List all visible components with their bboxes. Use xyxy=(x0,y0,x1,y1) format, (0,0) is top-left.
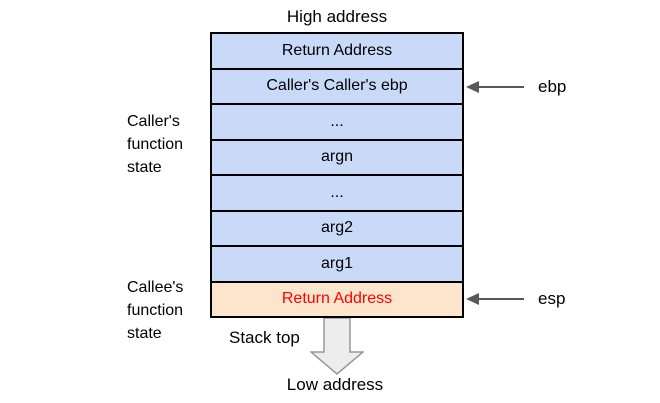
ebp-register-label: ebp xyxy=(538,77,567,96)
esp-pointer: esp xyxy=(466,289,565,309)
low-address-label: Low address xyxy=(286,375,384,394)
stack-row-label: ... xyxy=(330,112,344,130)
stack-top-down-arrow-icon xyxy=(310,318,364,375)
stack-top-label: Stack top xyxy=(229,328,300,347)
stack-row-label: argn xyxy=(320,148,354,166)
stack-row-arg1: arg1 xyxy=(212,247,462,283)
high-address-label: High address xyxy=(286,7,388,26)
caller-function-state-label: Caller's function state xyxy=(127,113,184,176)
stack-row-label: ... xyxy=(330,183,344,201)
arrow-left-icon xyxy=(466,81,479,93)
stack-row-label: arg1 xyxy=(320,254,354,272)
ebp-pointer: ebp xyxy=(466,77,566,97)
stack-row-callee-return-address: Return Address xyxy=(212,282,462,316)
stack-row-label: arg2 xyxy=(320,219,354,237)
stack-row-label: Return Address xyxy=(281,41,393,59)
callee-function-state-label: Callee's function state xyxy=(127,279,184,342)
stack-row-return-address: Return Address xyxy=(212,34,462,70)
arrow-shaft xyxy=(479,86,524,88)
arrow-left-icon xyxy=(466,293,479,305)
stack-row-argn: argn xyxy=(212,140,462,176)
esp-register-label: esp xyxy=(538,289,566,308)
arrow-shaft xyxy=(479,298,524,300)
stack-row-label: Return Address xyxy=(281,290,393,308)
stack-row-label: Caller's Caller's ebp xyxy=(266,77,408,95)
stack-box: Return Address Caller's Caller's ebp ...… xyxy=(210,32,464,318)
stack-row-arg2: arg2 xyxy=(212,211,462,247)
stack-row-callers-callers-ebp: Caller's Caller's ebp xyxy=(212,69,462,105)
stack-row-ellipsis-lower: ... xyxy=(212,176,462,212)
stack-row-ellipsis-upper: ... xyxy=(212,105,462,141)
